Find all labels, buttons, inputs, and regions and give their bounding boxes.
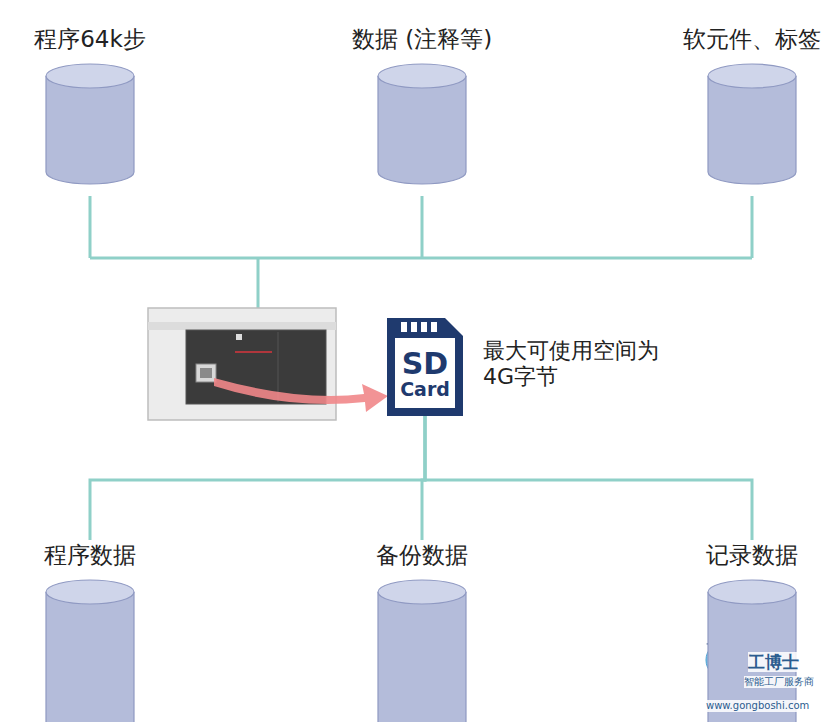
card-text: Card (400, 380, 450, 400)
storage-cylinder: 记录数据 (706, 542, 798, 722)
storage-cylinder: 程序数据 (44, 542, 136, 722)
cylinder-icon (44, 578, 136, 722)
bus-wire (90, 196, 752, 308)
cylinder-icon (376, 62, 468, 186)
watermark: 智能工厂服务商 (744, 676, 814, 688)
connector-line (90, 416, 425, 540)
storage-label: 软元件、标签 (683, 26, 821, 54)
storage-cylinder: 备份数据 (376, 542, 468, 722)
watermark: www.gongboshi.com (706, 700, 809, 712)
card-text: SD (402, 348, 449, 380)
storage-cylinder: 数据 (注释等) (352, 26, 492, 186)
storage-label: 程序数据 (44, 542, 136, 570)
storage-cylinder: 程序64k步 (34, 26, 146, 186)
cylinder-icon (376, 578, 468, 722)
connector-line (425, 416, 752, 540)
capacity-note: 最大可使用空间为 4G字节 (483, 338, 673, 391)
storage-label: 备份数据 (376, 542, 468, 570)
cylinder-icon (44, 62, 136, 186)
storage-label: 数据 (注释等) (352, 26, 492, 54)
storage-cylinder: 软元件、标签 (683, 26, 821, 186)
transfer-arrow (214, 378, 388, 412)
cylinder-icon (706, 62, 798, 186)
storage-label: 记录数据 (706, 542, 798, 570)
storage-label: 程序64k步 (34, 26, 146, 54)
sd-card: SDCard (387, 318, 463, 416)
watermark: 工博士 (748, 652, 799, 672)
